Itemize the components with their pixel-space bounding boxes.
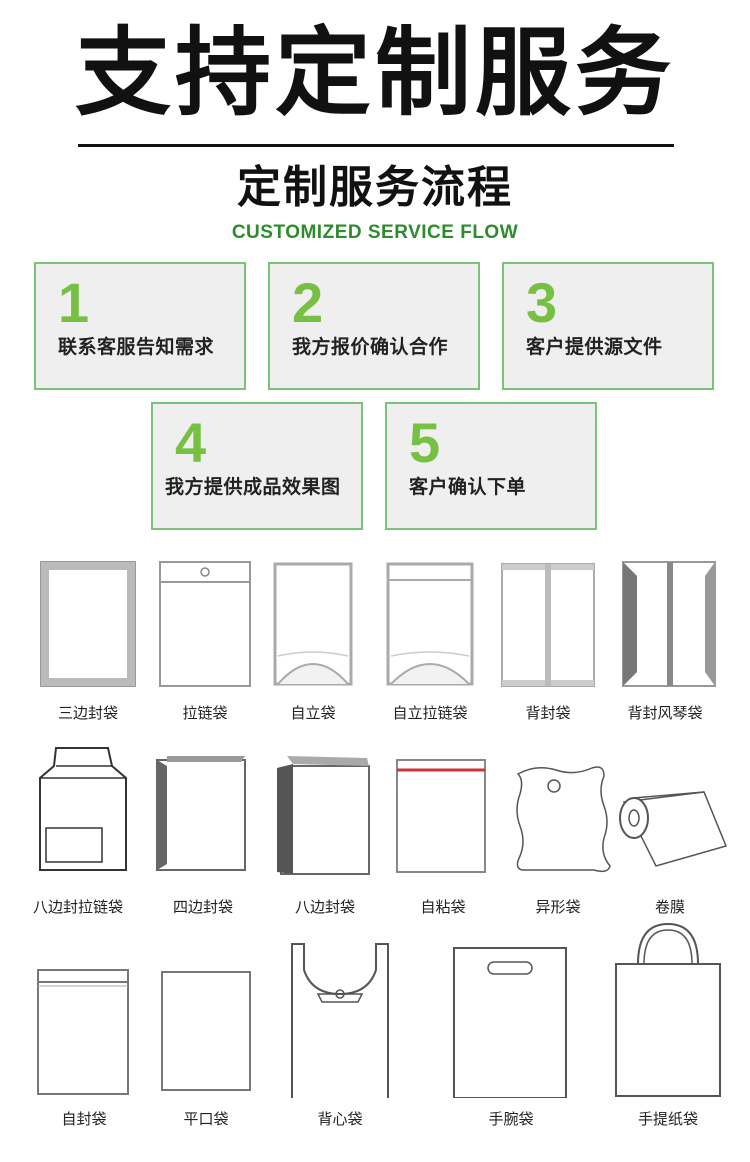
bag-type-label: 背心袋 xyxy=(317,1110,363,1128)
flow-title-en: CUSTOMIZED SERVICE FLOW xyxy=(231,222,519,243)
self-seal-bag-icon xyxy=(37,969,129,1095)
step-label: 客户提供源文件 xyxy=(526,336,663,358)
bag-type-label: 自立拉链袋 xyxy=(392,704,468,722)
bag-type-item: 卷膜 xyxy=(610,746,730,916)
bag-type-item: 自立袋 xyxy=(253,556,373,726)
back-seal-bag-icon xyxy=(501,563,595,687)
step-card-3: 3 客户提供源文件 xyxy=(502,262,714,390)
step-number: 1 xyxy=(58,271,90,334)
divider xyxy=(78,144,674,147)
bag-type-item: 平口袋 xyxy=(146,938,266,1128)
step-number: 3 xyxy=(526,271,558,334)
bag-type-label: 自封袋 xyxy=(61,1110,107,1128)
bag-type-item: 自封袋 xyxy=(24,938,144,1128)
roll-film-icon xyxy=(619,791,728,867)
bag-type-item: 背封袋 xyxy=(488,556,608,726)
bag-type-label: 八边封袋 xyxy=(294,898,355,916)
bag-type-label: 自立袋 xyxy=(290,704,336,722)
bag-type-item: 自立拉链袋 xyxy=(370,556,490,726)
bag-type-label: 拉链袋 xyxy=(182,704,228,722)
step-number: 5 xyxy=(409,411,441,474)
step-number: 4 xyxy=(175,411,207,474)
main-title: 支持定制服务 xyxy=(75,17,675,129)
paper-handbag-icon xyxy=(615,922,721,1097)
zipper-bag-icon xyxy=(159,561,251,687)
bag-type-label: 三边封袋 xyxy=(57,704,118,722)
four-side-seal-bag-icon xyxy=(156,756,246,871)
step-label: 我方报价确认合作 xyxy=(292,336,449,358)
bag-type-label: 平口袋 xyxy=(183,1110,229,1128)
stand-up-zipper-pouch-icon xyxy=(386,562,474,686)
step-number: 2 xyxy=(292,271,324,334)
shaped-bag-icon xyxy=(516,766,611,873)
bag-type-item: 八边封袋 xyxy=(265,746,385,916)
eight-side-seal-bag-icon xyxy=(277,756,370,875)
bag-type-label: 八边封拉链袋 xyxy=(32,898,123,916)
bag-type-label: 背封袋 xyxy=(525,704,571,722)
vest-bag-icon xyxy=(291,943,389,1098)
bag-type-item: 四边封袋 xyxy=(143,746,263,916)
bag-type-label: 手提纸袋 xyxy=(637,1110,698,1128)
bag-type-label: 异形袋 xyxy=(535,898,581,916)
step-card-5: 5 客户确认下单 xyxy=(385,402,597,530)
bag-type-item: 异形袋 xyxy=(498,746,618,916)
eight-side-zipper-bag-icon xyxy=(39,747,127,871)
step-label: 客户确认下单 xyxy=(409,476,527,498)
step-card-1: 1 联系客服告知需求 xyxy=(34,262,246,390)
bag-type-item: 背封风琴袋 xyxy=(605,556,725,726)
step-label: 我方提供成品效果图 xyxy=(165,476,341,498)
stand-up-pouch-icon xyxy=(273,562,353,686)
bag-type-label: 四边封袋 xyxy=(172,898,233,916)
bag-type-item: 手腕袋 xyxy=(446,938,576,1128)
bag-type-label: 自粘袋 xyxy=(420,898,466,916)
bag-type-item: 三边封袋 xyxy=(28,556,148,726)
flow-title: 定制服务流程 xyxy=(237,162,513,213)
bag-type-item: 手提纸袋 xyxy=(608,922,728,1128)
three-side-seal-bag-icon xyxy=(40,561,136,687)
step-label: 联系客服告知需求 xyxy=(58,336,215,358)
bag-type-item: 背心袋 xyxy=(260,928,420,1128)
die-cut-handle-bag-icon xyxy=(453,947,567,1098)
bag-type-item: 八边封拉链袋 xyxy=(18,746,138,916)
bag-type-item: 自粘袋 xyxy=(383,746,503,916)
step-card-2: 2 我方报价确认合作 xyxy=(268,262,480,390)
step-card-4: 4 我方提供成品效果图 xyxy=(151,402,363,530)
bag-type-label: 卷膜 xyxy=(654,898,685,916)
back-seal-gusset-bag-icon xyxy=(622,561,716,687)
bag-type-label: 背封风琴袋 xyxy=(627,704,703,722)
bag-type-item: 拉链袋 xyxy=(145,556,265,726)
bag-type-label: 手腕袋 xyxy=(488,1110,534,1128)
self-adhesive-bag-icon xyxy=(396,759,486,873)
flat-bag-icon xyxy=(161,971,251,1091)
